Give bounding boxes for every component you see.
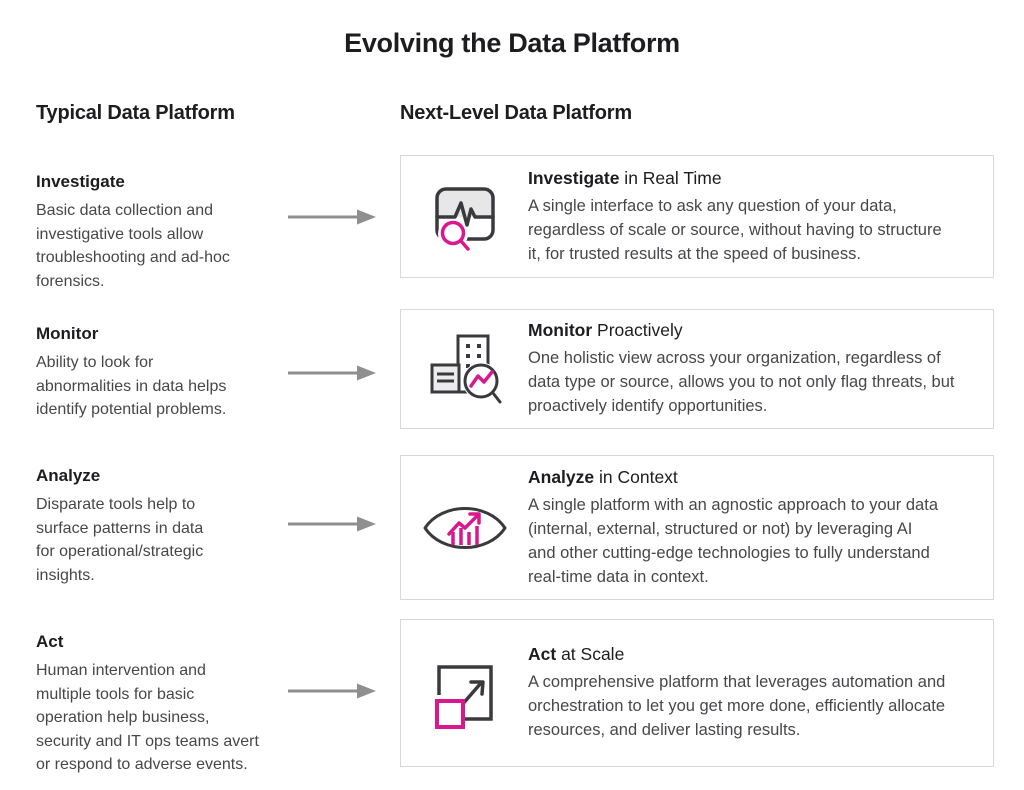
card-text: Act at Scale A comprehensive platform th…: [528, 644, 993, 742]
eye-chart-icon: [423, 506, 506, 549]
card-act-at-scale: Act at Scale A comprehensive platform th…: [400, 619, 994, 767]
card-title: Act at Scale: [528, 644, 625, 664]
card-description: A comprehensive platform that leverages …: [528, 673, 946, 739]
expand-scale-icon: [434, 665, 493, 729]
card-text: Analyze in Context A single platform wit…: [528, 467, 993, 589]
typical-item-monitor: Monitor Ability to look for abnormalitie…: [36, 324, 298, 422]
card-analyze-in-context: Analyze in Context A single platform wit…: [400, 455, 994, 600]
typical-item-description: Human intervention and multiple tools fo…: [36, 662, 259, 773]
typical-item-description: Disparate tools help to surface patterns…: [36, 496, 204, 584]
column-header-next-level: Next-Level Data Platform: [400, 102, 632, 124]
card-text: Monitor Proactively One holistic view ac…: [528, 320, 993, 418]
card-title: Analyze in Context: [528, 466, 678, 487]
browser-pulse-magnifier-icon: [434, 186, 495, 251]
buildings-magnifier-icon: [430, 334, 501, 404]
typical-item-description: Basic data collection and investigative …: [36, 202, 230, 290]
card-description: One holistic view across your organizati…: [528, 349, 955, 415]
card-title: Investigate in Real Time: [528, 167, 722, 188]
right-arrow-icon: [288, 516, 376, 532]
icon-wrap: [401, 653, 528, 733]
typical-item-title: Investigate: [36, 172, 125, 191]
page-title: Evolving the Data Platform: [344, 28, 680, 58]
right-arrow-icon: [288, 365, 376, 381]
card-description: A single interface to ask any question o…: [528, 196, 942, 263]
typical-item-analyze: Analyze Disparate tools help to surface …: [36, 466, 298, 587]
typical-item-investigate: Investigate Basic data collection and in…: [36, 172, 298, 293]
typical-item-act: Act Human intervention and multiple tool…: [36, 632, 298, 777]
right-arrow-icon: [288, 209, 376, 225]
icon-wrap: [401, 494, 528, 562]
card-monitor-proactively: Monitor Proactively One holistic view ac…: [400, 309, 994, 429]
icon-wrap: [401, 177, 528, 257]
typical-item-description: Ability to look for abnormalities in dat…: [36, 354, 227, 418]
column-header-typical: Typical Data Platform: [36, 102, 235, 124]
typical-item-title: Act: [36, 632, 64, 651]
card-investigate-in-real-time: Investigate in Real Time A single interf…: [400, 155, 994, 278]
card-text: Investigate in Real Time A single interf…: [528, 168, 993, 266]
icon-wrap: [401, 328, 528, 410]
card-title: Monitor Proactively: [528, 320, 683, 340]
right-arrow-icon: [288, 683, 376, 699]
card-description: A single platform with an agnostic appro…: [528, 495, 938, 586]
typical-item-title: Analyze: [36, 466, 101, 485]
typical-item-title: Monitor: [36, 324, 99, 343]
